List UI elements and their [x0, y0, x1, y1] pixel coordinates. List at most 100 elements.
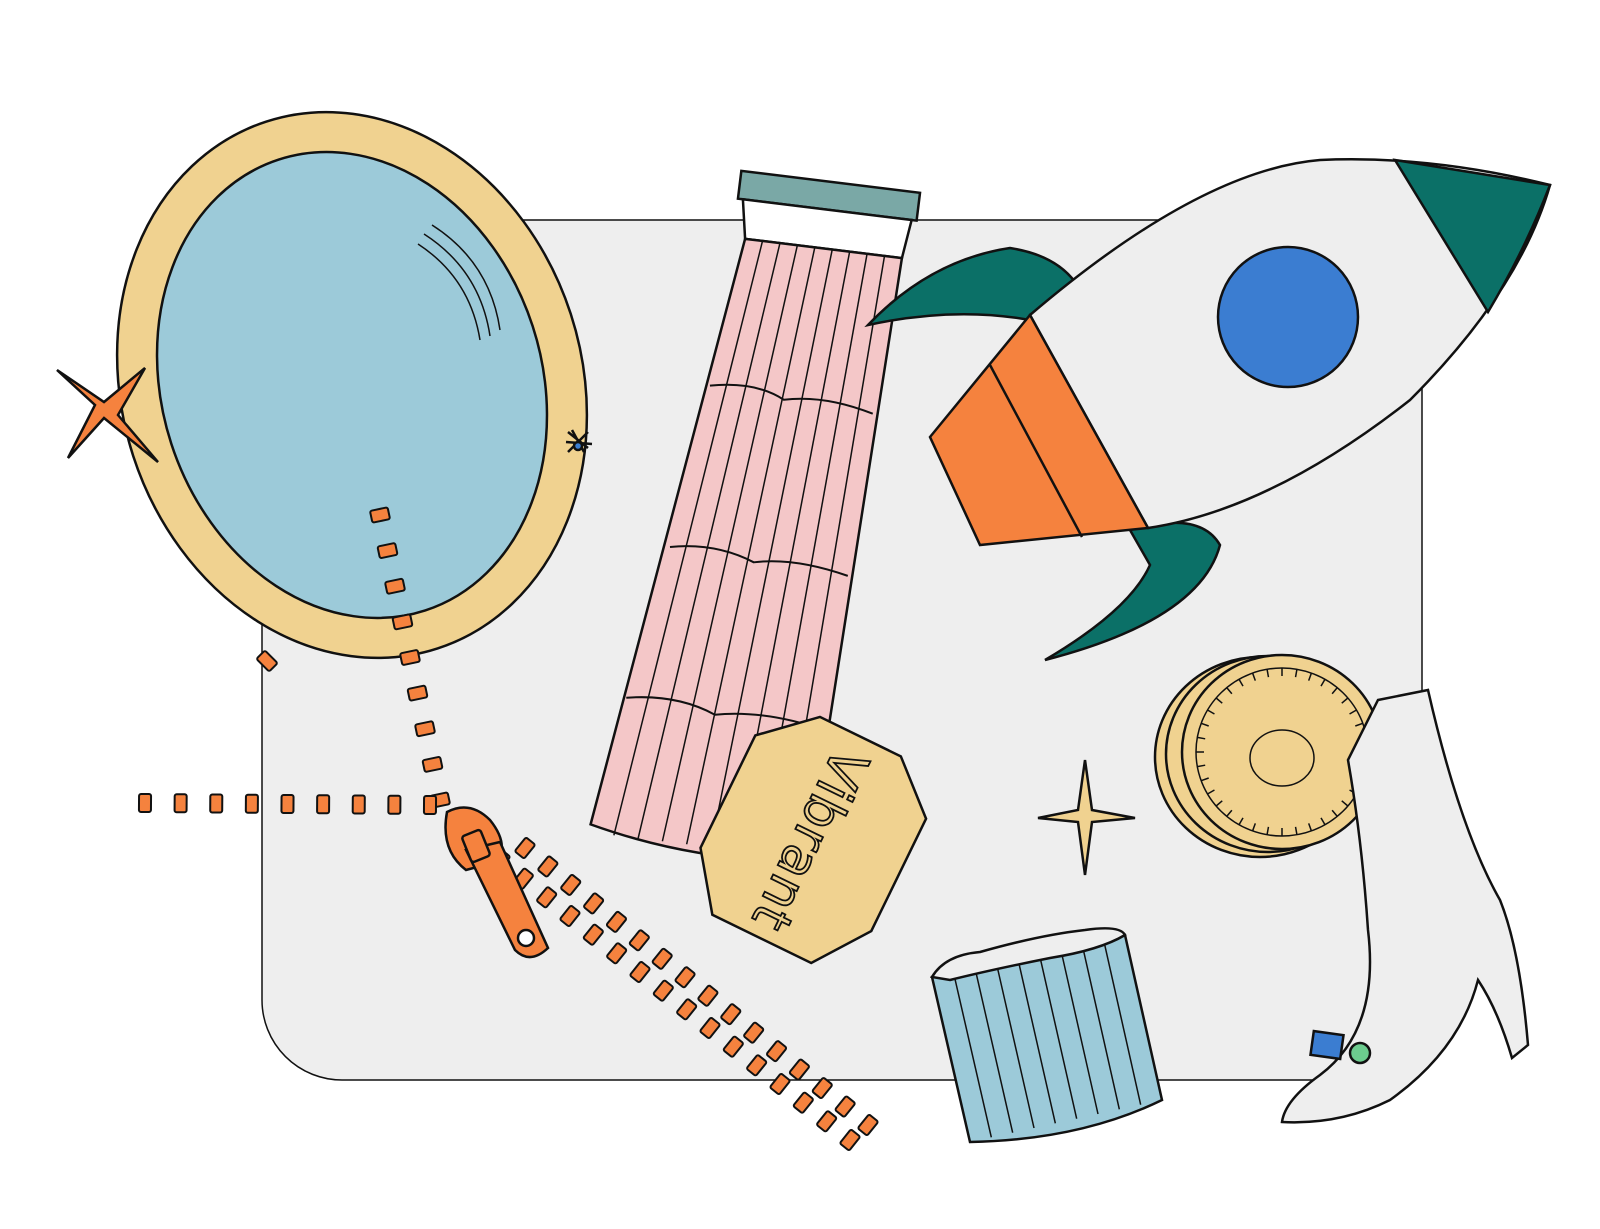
zipper-tooth [816, 1110, 838, 1133]
zipper-tooth [560, 873, 582, 896]
coin-tick [1294, 826, 1298, 835]
zipper-tooth [743, 1021, 765, 1044]
zipper-tooth [720, 1003, 742, 1026]
coin-tick [1238, 817, 1244, 826]
tube-rib [661, 245, 799, 842]
zipper-tooth [422, 794, 438, 816]
coin-tick [1355, 722, 1364, 727]
coin-tick [1207, 709, 1215, 715]
coin-tick [1307, 672, 1313, 681]
coin-tick [1215, 800, 1223, 807]
high-heel-boot-icon [1280, 688, 1530, 1124]
zipper-tooth [280, 793, 295, 815]
coin-tick [1331, 687, 1338, 695]
coin-tick [1207, 789, 1215, 795]
zipper-tooth [536, 886, 558, 909]
coin-tick [1331, 809, 1338, 817]
coin-tick [1200, 722, 1209, 727]
zipper-tooth [788, 1058, 810, 1081]
zipper-tooth [537, 855, 559, 878]
zipper-tooth [699, 1017, 721, 1039]
coin-tick [1320, 817, 1326, 826]
zipper-tooth [256, 650, 278, 672]
coin-tick [1266, 826, 1270, 835]
zipper-tooth [652, 979, 674, 1002]
cup-rib [1081, 944, 1121, 1110]
zipper-tooth [559, 905, 581, 927]
zipper-tooth [583, 892, 605, 915]
zipper-tooth [834, 1095, 856, 1118]
zipper-tooth [582, 923, 604, 946]
cup-rib [1017, 958, 1057, 1124]
zipper-tooth [628, 929, 650, 952]
zipper-tooth [629, 961, 651, 983]
zipper-tooth [376, 542, 399, 559]
zipper-tooth [316, 794, 331, 815]
zipper-tooth [697, 984, 719, 1007]
zipper-tooth [421, 756, 444, 773]
zipper-tooth [351, 794, 366, 815]
cup-rib [1038, 953, 1078, 1119]
zipper-tooth [792, 1091, 814, 1114]
coin-tick [1200, 777, 1209, 782]
zipper-tooth [769, 1073, 791, 1095]
coin-tick [1226, 809, 1233, 817]
coin-tick [1266, 669, 1270, 678]
tube-rib [613, 240, 764, 836]
rocket-icon [864, 158, 1552, 662]
zipper-tooth [839, 1129, 861, 1151]
tube-rib [637, 242, 781, 839]
zipper-tooth [766, 1040, 788, 1063]
coin-tick [1294, 669, 1298, 678]
zipper-tooth [384, 577, 406, 595]
hand-mirror-icon [115, 110, 589, 660]
coin-tick [1251, 823, 1257, 832]
zipper-tooth [811, 1077, 833, 1100]
coin-icon [1153, 653, 1384, 859]
zipper-tooth [399, 649, 421, 666]
zipper-tooth [244, 793, 259, 814]
zipper-tooth [387, 794, 402, 815]
ribbed-cup-icon [929, 927, 1164, 1144]
sparkle-icon-gold [1037, 759, 1136, 876]
coin-tick [1349, 709, 1357, 715]
sparkle-icon [56, 367, 159, 463]
zipper-tooth [674, 966, 696, 989]
tube-rib [685, 247, 816, 845]
zipper-tooth [514, 837, 536, 859]
cup-rib [1059, 948, 1099, 1115]
cup-rib [995, 962, 1035, 1129]
coin-tick [1238, 678, 1244, 687]
coin-tick [1320, 678, 1326, 687]
coin-tick [1226, 687, 1233, 695]
zipper-tooth [676, 998, 698, 1021]
zipper-pull-icon [444, 806, 550, 959]
coin-tick [1197, 764, 1206, 768]
zipper-tooth [209, 793, 224, 814]
cup-rib [1102, 939, 1142, 1105]
cup-rib [952, 972, 993, 1138]
zipper-tooth [173, 793, 188, 814]
zipper-tooth [406, 684, 429, 702]
coin-tick [1341, 697, 1349, 704]
coin-tick [1307, 823, 1313, 832]
coin-tick [1251, 672, 1257, 681]
coin-tick [1197, 736, 1206, 740]
zipper-tooth [606, 942, 628, 965]
sparkle-icon-small [565, 429, 593, 453]
zipper-tooth [746, 1054, 768, 1077]
cup-rib [974, 967, 1014, 1133]
zipper-tooth [605, 910, 627, 933]
zipper-tooth [722, 1035, 744, 1058]
cosmetic-tube-icon [589, 169, 922, 863]
zipper-tooth [857, 1114, 879, 1136]
brand-tag-icon: Vibrant [699, 715, 928, 965]
zipper-tooth [369, 506, 391, 524]
zipper-tooth [651, 947, 673, 970]
coin-tick [1215, 697, 1223, 704]
zipper-tooth [391, 613, 414, 631]
zipper-tooth [414, 720, 436, 738]
tube-rib [710, 249, 833, 848]
zipper-tooth [137, 792, 153, 814]
